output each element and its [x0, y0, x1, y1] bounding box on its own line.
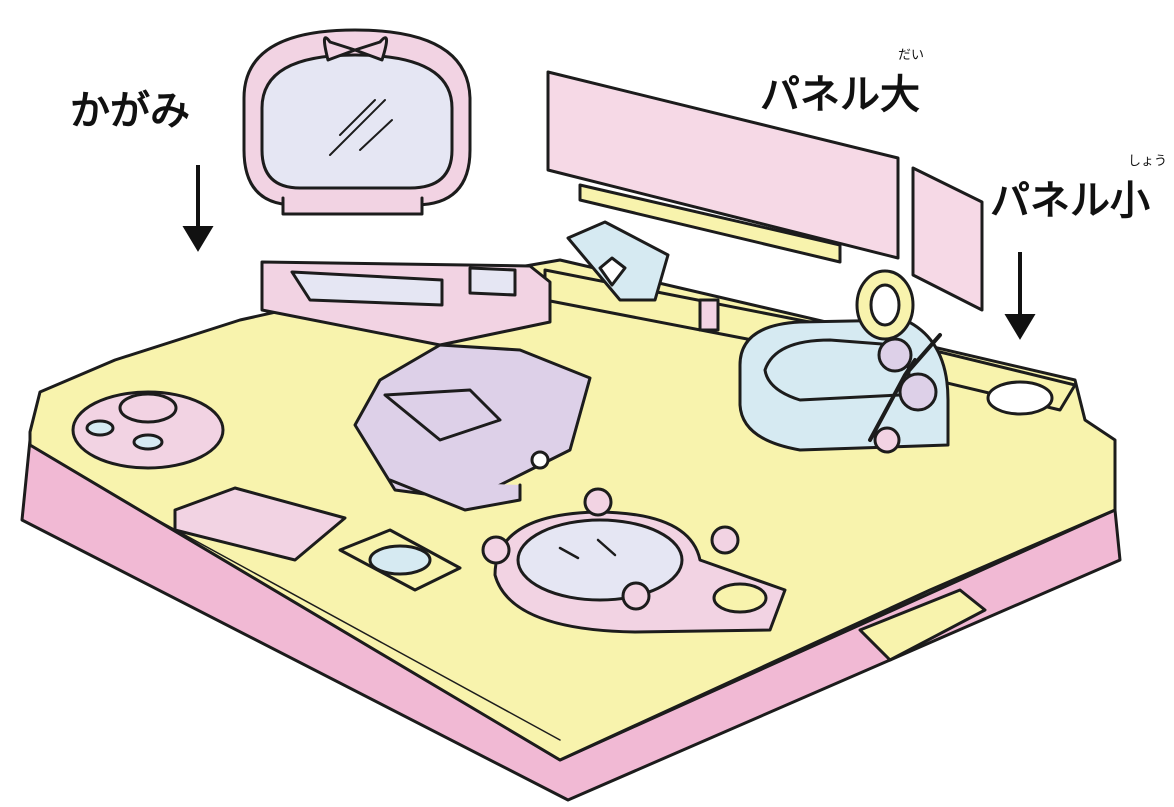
mirror-glass: [260, 53, 454, 190]
round-tray: [71, 390, 225, 470]
panel-small-label: パネル小: [990, 178, 1150, 224]
front-pad: [173, 486, 347, 562]
turntable-disc: [516, 518, 684, 602]
flower-knobs: [481, 487, 740, 611]
small-panel: [911, 166, 984, 312]
front-clasp: [858, 588, 987, 662]
mirror-label: かがみ: [70, 88, 190, 134]
panel-small-ruby: しょう: [1128, 154, 1168, 169]
panel-large-label: パネル大: [760, 72, 920, 118]
panel-large-ruby: だい: [898, 48, 925, 63]
arrow-mirror: [182, 165, 214, 252]
arrow-panel-small: [1004, 252, 1036, 340]
large-panel: [546, 70, 900, 260]
scissors: [868, 333, 942, 442]
mirror-bow: [323, 36, 388, 62]
